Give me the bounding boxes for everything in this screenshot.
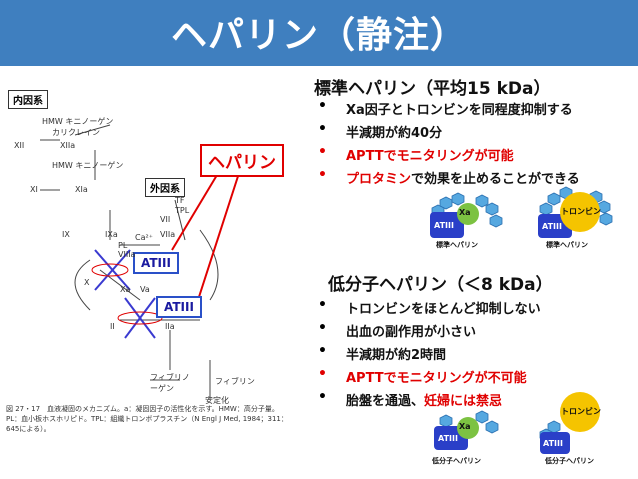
diagram-text: カリクレイン xyxy=(52,128,100,137)
bullet-text-part: で効果を止めることができる xyxy=(411,172,580,187)
diagram-text: HMW キニノーゲン xyxy=(52,161,124,170)
bullet-text-part: 胎盤を通過、 xyxy=(346,394,425,409)
intrinsic-label: 内因系 xyxy=(8,90,48,109)
bullet-mark: • xyxy=(318,320,327,336)
atiii-img-label: ATIII xyxy=(543,439,563,448)
title-bar: ヘパリン（静注） xyxy=(0,0,638,66)
diagram-text: X xyxy=(84,278,90,287)
diagram-text: フィブリノーゲン xyxy=(150,373,190,393)
bullet-mark: • xyxy=(318,389,327,405)
atiii-img-label: ATIII xyxy=(434,221,454,230)
img-caption: 標準ヘパリン xyxy=(546,241,588,249)
diagram-text: VIIIa xyxy=(118,250,136,259)
bullet-text-part: トロンビンをほとんど抑制しない xyxy=(346,302,541,317)
diagram-text: IX xyxy=(62,230,70,239)
bullet-text-part: Xa因子とトロンビンを同程度抑制する xyxy=(346,103,573,118)
diagram-text: Va xyxy=(140,285,150,294)
atiii-img-label: ATIII xyxy=(542,222,562,231)
diagram-text: TF xyxy=(175,196,185,205)
diagram-text: フィブリン xyxy=(215,377,255,386)
bullet-text-part: 半減期が約40分 xyxy=(346,126,443,141)
bullet-mark: • xyxy=(318,98,327,114)
diagram-text: Ca²⁺ xyxy=(135,233,153,242)
bullet-mark: • xyxy=(318,297,327,313)
diagram-text: HMW キニノーゲン xyxy=(42,117,114,126)
diagram-text: VIIa xyxy=(160,230,176,239)
diagram-text: 安定化 xyxy=(205,396,229,405)
img-caption: 低分子ヘパリン xyxy=(432,457,481,465)
extrinsic-label: 外因系 xyxy=(145,178,185,197)
lmwh-heading: 低分子ヘパリン（＜8 kDa） xyxy=(328,275,553,295)
xa-label: Xa xyxy=(459,422,471,431)
diagram-lines xyxy=(40,124,241,400)
bullet-text: 半減期が約40分 xyxy=(346,122,442,141)
diagram-text: XI xyxy=(30,185,38,194)
bullet-text-part: APTTでモニタリングが不可能 xyxy=(346,371,527,386)
bullet-mark: • xyxy=(318,167,327,183)
bullet-text: APTTでモニタリングが不可能 xyxy=(346,367,527,386)
bullet-text: プロタミンで効果を止めることができる xyxy=(346,168,580,187)
diagram-text: XIIa xyxy=(60,141,76,150)
bullet-mark: • xyxy=(318,343,327,359)
diagram-text: XIa xyxy=(75,185,88,194)
bullet-text-part: 半減期が約2時間 xyxy=(346,348,447,363)
bullet-text: Xa因子とトロンビンを同程度抑制する xyxy=(346,99,573,118)
figure-caption: 図 27・17 血液凝固のメカニズム。a：凝固因子の活性化を示す。HMW：高分子… xyxy=(6,405,288,433)
thrombin-label: トロンビン xyxy=(561,407,601,416)
diagram-text: II xyxy=(110,322,115,331)
bullet-text: APTTでモニタリングが可能 xyxy=(346,145,514,164)
page-title: ヘパリン（静注） xyxy=(170,15,467,56)
bullet-text-part: 妊婦には禁忌 xyxy=(424,394,503,409)
standard-heparin-heading: 標準ヘパリン（平均15 kDa） xyxy=(314,79,551,99)
img-caption: 低分子ヘパリン xyxy=(545,457,594,465)
thrombin-label: トロンビン xyxy=(561,207,601,216)
bullet-mark: • xyxy=(318,366,327,382)
xa-label: Xa xyxy=(459,208,471,217)
bullet-text: 胎盤を通過、妊婦には禁忌 xyxy=(346,390,502,409)
diagram-text: IIa xyxy=(165,322,175,331)
bullet-text: 出血の副作用が小さい xyxy=(346,321,476,340)
diagram-text: TPL xyxy=(175,206,190,215)
bullet-mark: • xyxy=(318,121,327,137)
bullet-text-part: APTTでモニタリングが可能 xyxy=(346,149,514,164)
atiii-label-2: ATIII xyxy=(156,296,202,318)
diagram-text: XII xyxy=(14,141,25,150)
heparin-label: ヘパリン xyxy=(200,144,284,177)
bullet-text-part: プロタミン xyxy=(346,172,412,187)
bullet-mark: • xyxy=(318,144,327,160)
atiii-label-1: ATIII xyxy=(133,252,179,274)
diagram-text: Xa xyxy=(120,285,131,294)
diagram-text: PL xyxy=(118,241,128,250)
bullet-text: 半減期が約2時間 xyxy=(346,344,446,363)
bullet-text-part: 出血の副作用が小さい xyxy=(346,325,477,340)
diagram-text: VII xyxy=(160,215,171,224)
atiii-img-label: ATIII xyxy=(438,434,458,443)
bullet-text: トロンビンをほとんど抑制しない xyxy=(346,298,541,317)
diagram-text: IXa xyxy=(105,230,118,239)
img-caption: 標準ヘパリン xyxy=(436,241,478,249)
